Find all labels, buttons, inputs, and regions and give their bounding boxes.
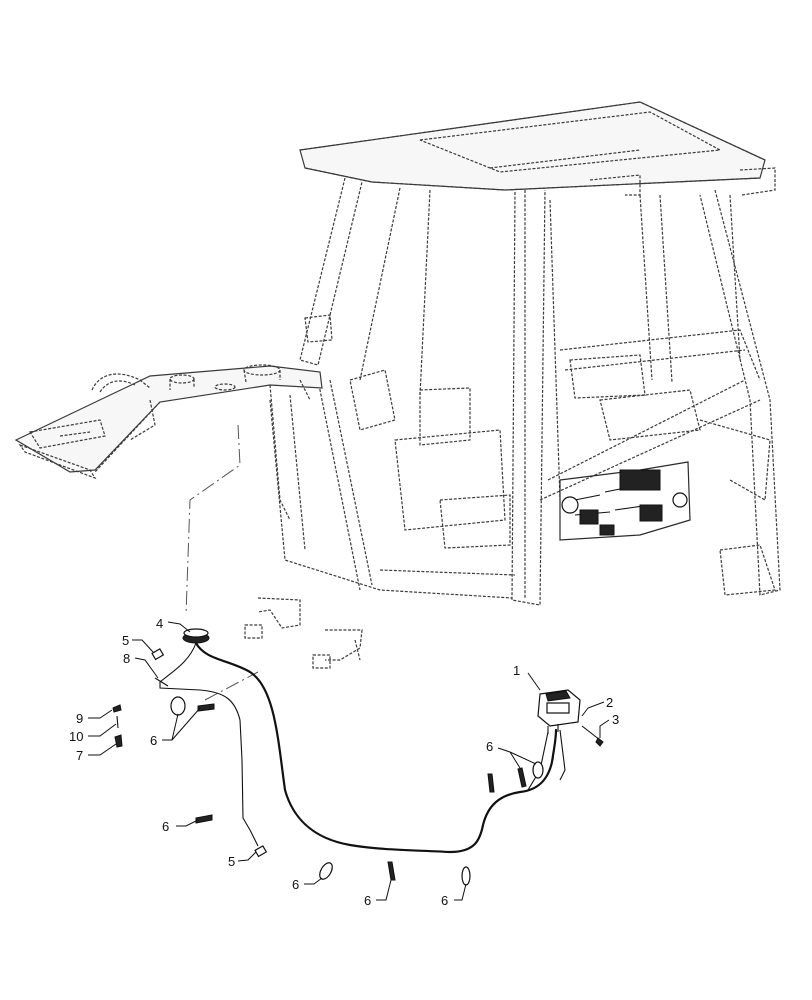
cable-tie xyxy=(154,677,169,687)
hydraulic-valve-block xyxy=(559,461,691,541)
cab-interior xyxy=(304,314,701,549)
callout-6-bottom-left: 6 xyxy=(292,877,299,892)
cab-pillars xyxy=(299,177,781,606)
tag-label-top xyxy=(151,648,165,661)
branch-cable-upper xyxy=(159,642,259,847)
callout-6-bottom-mid: 6 xyxy=(364,893,371,908)
cab-lower-frame xyxy=(269,329,776,599)
screw-3-head xyxy=(595,737,604,747)
cab-feet xyxy=(244,597,363,669)
branch-cable-right xyxy=(527,729,566,791)
harness-clips xyxy=(170,696,544,886)
callout-8: 8 xyxy=(123,651,130,666)
main-harness-cable xyxy=(194,641,558,854)
callout-7: 7 xyxy=(76,748,83,763)
callout-5-bottom: 5 xyxy=(228,854,235,869)
callout-6-right: 6 xyxy=(486,739,493,754)
tag-label-bottom xyxy=(254,845,268,858)
callout-2: 2 xyxy=(606,695,613,710)
cab-roof xyxy=(299,101,776,196)
control-module xyxy=(537,689,581,734)
callout-leaders xyxy=(88,621,610,901)
fastener-9 xyxy=(112,704,122,713)
screw-2 xyxy=(581,725,601,741)
callout-1: 1 xyxy=(513,663,520,678)
callout-9: 9 xyxy=(76,711,83,726)
connector-grommet xyxy=(182,628,210,644)
callout-6-left: 6 xyxy=(150,733,157,748)
reference-chain-line-2 xyxy=(204,671,259,701)
callout-5-top: 5 xyxy=(122,633,129,648)
front-console-panel xyxy=(14,364,323,521)
callout-3: 3 xyxy=(612,712,619,727)
fastener-10 xyxy=(116,715,119,729)
callout-4: 4 xyxy=(156,616,163,631)
callout-6-bottom-right: 6 xyxy=(441,893,448,908)
callout-6-midleft: 6 xyxy=(162,819,169,834)
fastener-7 xyxy=(114,734,123,748)
callout-10: 10 xyxy=(69,729,83,744)
reference-chain-line xyxy=(185,424,241,616)
